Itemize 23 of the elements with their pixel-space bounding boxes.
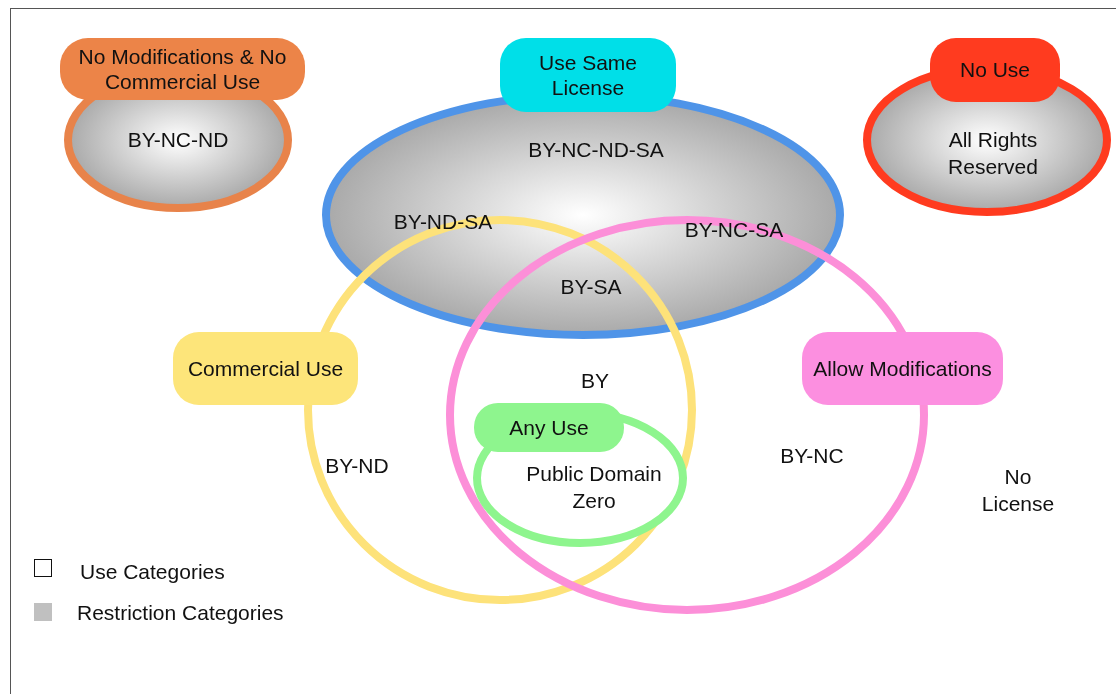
license-label: BY-ND (324, 453, 390, 480)
category-label: Allow Modifications (802, 332, 1003, 405)
category-label: Commercial Use (173, 332, 358, 405)
category-label: No Modifications & No Commercial Use (60, 38, 305, 100)
license-label: BY (581, 368, 609, 395)
license-category (863, 38, 1111, 216)
category-label: Any Use (474, 403, 624, 452)
license-label: BY-NC-SA (684, 217, 784, 244)
license-category (322, 38, 844, 339)
legend-label: Restriction Categories (77, 601, 284, 625)
license-label: BY-NC (779, 443, 845, 470)
category-label: Use Same License (500, 38, 676, 112)
license-category (473, 403, 687, 547)
license-category (60, 38, 305, 212)
license-label: No License (980, 463, 1056, 517)
license-label: BY-SA (560, 274, 622, 301)
license-label: BY-NC-ND (126, 127, 230, 154)
legend-label: Use Categories (80, 560, 225, 584)
license-label: BY-NC-ND-SA (527, 137, 665, 164)
license-label: BY-ND-SA (393, 209, 493, 236)
license-label: Public Domain Zero (525, 460, 663, 514)
license-label: All Rights Reserved (947, 126, 1039, 180)
category-label: No Use (930, 38, 1060, 102)
